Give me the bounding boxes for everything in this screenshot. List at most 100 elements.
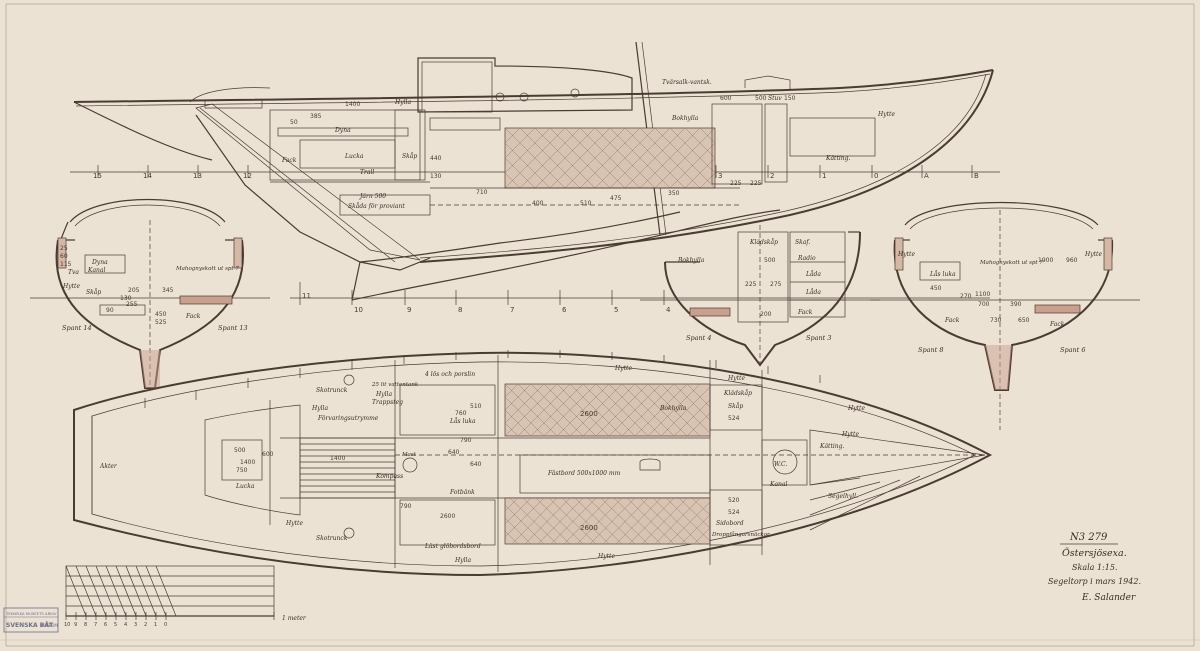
label-radio: Radio xyxy=(797,255,816,262)
station-12: 12 xyxy=(243,172,252,180)
dim-700: 700 xyxy=(978,301,990,308)
label-hylla: Hylla xyxy=(394,99,411,106)
station-15: 15 xyxy=(93,172,102,180)
dim-345: 345 xyxy=(162,287,174,294)
section-left: 25 60 115 Tva Kanal Dyna Hytte Skåp 205 … xyxy=(30,198,270,389)
dim-525: 525 xyxy=(155,319,167,326)
dim-524b: 524 xyxy=(728,509,740,516)
label-hylla-plan: Hylla xyxy=(311,405,328,412)
label-las-luka-right: Lås luka xyxy=(929,271,956,278)
label-last-globordsbord: Läst glöbordsbord xyxy=(424,543,481,550)
dim-2600: 2600 xyxy=(580,410,598,418)
dim-225b: 225 xyxy=(750,180,762,187)
stamp-line-1: TEKNISKA MUSEETS ARKIV xyxy=(5,611,57,616)
dim-524: 524 xyxy=(728,415,740,422)
stamp-line-2: SVENSKA BÅT xyxy=(6,622,54,629)
dim-1400: 1400 xyxy=(345,101,360,108)
dim-205: 205 xyxy=(128,287,140,294)
dim-710: 710 xyxy=(476,189,488,196)
dim-2600c: 2600 xyxy=(440,513,455,520)
dim-255: 255 xyxy=(126,301,138,308)
label-tvarsalk: Tvärsalk-vantsk. xyxy=(662,79,712,86)
label-mast-plan: Mast xyxy=(401,452,417,458)
title-block: N3 279 Östersjösexa. Skala 1:15. Segelto… xyxy=(1048,532,1141,603)
stamp-line-3: MUSEUM xyxy=(40,623,58,628)
station-13: 13 xyxy=(193,172,202,180)
label-hytte-plan-4: Hytte xyxy=(597,553,615,560)
berth-port xyxy=(504,383,711,437)
label-spant-13: Spant 13 xyxy=(218,324,248,332)
label-hytte-plan-6: Hytte xyxy=(285,520,303,527)
dim-115: 115 xyxy=(60,261,72,268)
place-and-date: Segeltorp i mars 1942. xyxy=(1048,577,1141,586)
label-droppfangare: Droppfångarsnäckor xyxy=(711,531,770,538)
drawing-number: N3 279 xyxy=(1069,532,1108,543)
label-kattinq-plan: Kätting. xyxy=(819,443,845,450)
dim-225-mid: 225 xyxy=(745,281,757,288)
dim-790: 790 xyxy=(460,437,472,444)
section-mid: Klädskåp Skaf. Radio Låda Låda Bokhylla … xyxy=(640,225,880,367)
scale-tick-5: 5 xyxy=(114,622,117,628)
dim-500-plan: 500 xyxy=(234,447,246,454)
station-B: B xyxy=(974,172,979,180)
dim-275: 275 xyxy=(770,281,782,288)
label-segelhyll: Segelhyll. xyxy=(828,493,858,500)
label-hylla-plan-5: Hylla xyxy=(454,557,471,564)
label-los-porslin: 4 lös och porslin xyxy=(424,371,475,378)
label-bokhylla-mid: Bokhylla xyxy=(677,257,705,264)
dim-1400b-plan: 1400 xyxy=(240,459,255,466)
label-dyna: Dyna xyxy=(334,127,351,134)
label-kompass: Kompass xyxy=(375,473,403,480)
dim-60: 60 xyxy=(60,253,68,260)
dim-150: 150 xyxy=(784,95,796,102)
dim-730: 730 xyxy=(990,317,1002,324)
scale-tick-6: 6 xyxy=(104,622,107,628)
dim-600: 600 xyxy=(720,95,732,102)
label-sidobord: Sidobord xyxy=(716,520,744,527)
station-9: 9 xyxy=(407,306,411,314)
label-bokhylla-plan: Bokhylla xyxy=(659,405,687,412)
label-lada-2: Låda xyxy=(805,289,821,296)
scale-tick-4: 4 xyxy=(124,622,127,628)
label-kattinq: Kätting. xyxy=(825,155,851,162)
dim-50: 50 xyxy=(290,119,298,126)
label-fack-left: Fack xyxy=(185,313,201,320)
scale-unit-label: 1 meter xyxy=(282,615,307,622)
dim-450-right: 450 xyxy=(930,285,942,292)
dim-130-left: 130 xyxy=(120,295,132,302)
label-hytte-plan-3: Hytte xyxy=(841,431,859,438)
dim-385: 385 xyxy=(310,113,322,120)
station-11: 11 xyxy=(302,292,311,300)
label-skap-left: Skåp xyxy=(86,289,101,296)
label-fack: Fack xyxy=(281,157,297,164)
label-spant-14: Spant 14 xyxy=(62,324,92,332)
dim-510: 510 xyxy=(580,200,592,207)
dim-750: 750 xyxy=(236,467,248,474)
label-kanal-plan: Kanal xyxy=(769,481,788,488)
label-skotrunck-2: Skotrunck xyxy=(316,535,348,542)
scale-tick-7: 7 xyxy=(94,622,97,628)
label-spant-3: Spant 3 xyxy=(806,334,832,342)
label-tva: Tva xyxy=(68,269,79,276)
dim-440: 440 xyxy=(430,155,442,162)
station-5: 5 xyxy=(614,306,618,314)
label-mahogny-right: Mahognyskott ut spt 7 xyxy=(979,260,1043,266)
label-hytte-right: Hytte xyxy=(897,251,915,258)
station-1: 1 xyxy=(822,172,826,180)
dim-510-plan: 510 xyxy=(470,403,482,410)
label-wc: W.C. xyxy=(774,461,787,468)
label-lada: Låda xyxy=(805,271,821,278)
label-hytte-plan-5: Hytte xyxy=(847,405,865,412)
dim-760: 760 xyxy=(455,410,467,417)
label-hytte-plan: Hytte xyxy=(614,365,632,372)
dim-390: 390 xyxy=(1010,301,1022,308)
dim-650: 650 xyxy=(1018,317,1030,324)
label-tvarskott: Mahognyskott ut spt 7 xyxy=(175,266,239,272)
label-skap: Skåp xyxy=(402,153,417,160)
scale-tick-8: 8 xyxy=(84,622,87,628)
label-hytte-right-2: Hytte xyxy=(1084,251,1102,258)
dim-600-plan: 600 xyxy=(262,451,274,458)
boat-type-name: Östersjösexa. xyxy=(1062,547,1127,559)
plan-view: Skotrunck 25 lit vattentank Hylla Förvar… xyxy=(73,350,993,577)
